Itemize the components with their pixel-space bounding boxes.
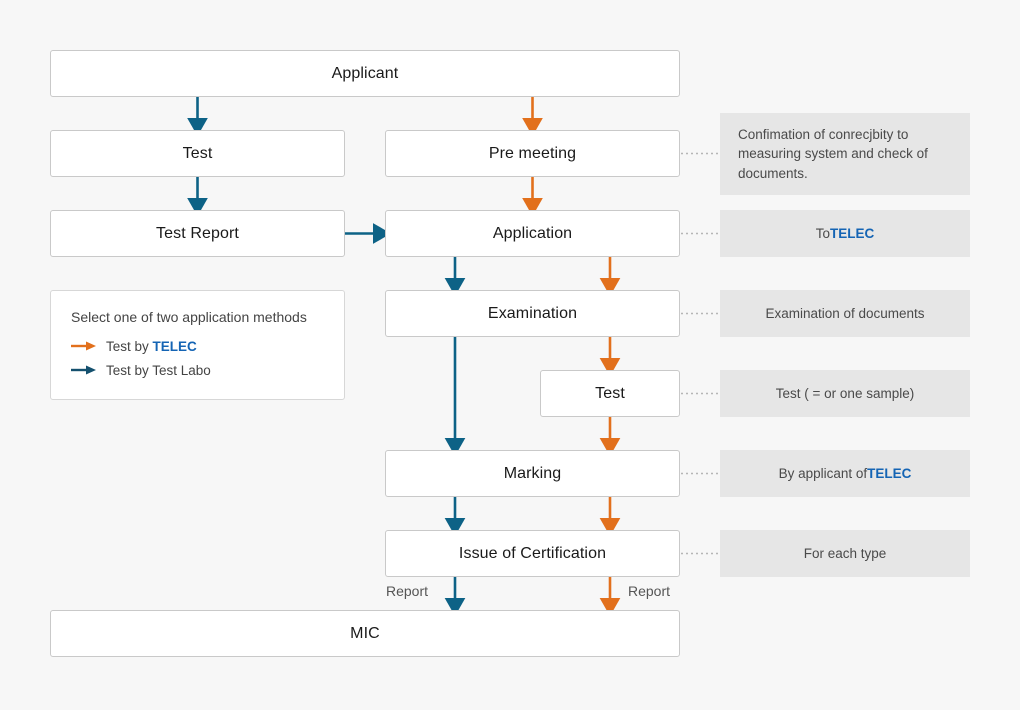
- node-application-label: Application: [492, 224, 573, 242]
- node-application[interactable]: Application: [385, 210, 680, 257]
- node-pre-meeting[interactable]: Pre meeting: [385, 130, 680, 177]
- node-mic[interactable]: MIC: [50, 610, 680, 657]
- arrow-right-orange-icon: [71, 341, 96, 351]
- node-test-sample[interactable]: Test: [540, 370, 680, 417]
- note-marking: By applicant of TELEC: [720, 450, 970, 497]
- note-application-highlight: TELEC: [830, 225, 875, 241]
- label-report-right: Report: [628, 583, 671, 599]
- note-application: To TELEC: [720, 210, 970, 257]
- node-test-sample-label: Test: [595, 384, 625, 402]
- node-pre-meeting-label: Pre meeting: [488, 144, 577, 162]
- node-issue-of-certification-label: Issue of Certification: [458, 544, 607, 562]
- legend-item-telec-text: Test by: [106, 338, 153, 354]
- node-applicant-label: Applicant: [331, 64, 399, 82]
- note-test-text: Test ( = or one sample): [775, 385, 915, 401]
- note-pre-meeting: Confimation of conrecjbity to measuring …: [720, 113, 970, 195]
- legend-item-test-labo-text: Test by Test Labo: [106, 362, 211, 378]
- note-examination: Examination of documents: [720, 290, 970, 337]
- note-examination-text: Examination of documents: [765, 305, 925, 321]
- node-test-report-label: Test Report: [156, 224, 239, 242]
- legend-item-telec-highlight: TELEC: [152, 338, 197, 354]
- node-issue-of-certification[interactable]: Issue of Certification: [385, 530, 680, 577]
- note-issue: For each type: [720, 530, 970, 577]
- legend-title: Select one of two application methods: [71, 309, 307, 325]
- node-test-label: Test: [182, 144, 213, 162]
- legend-item-test-labo: Test by Test Labo: [71, 361, 344, 379]
- node-examination[interactable]: Examination: [385, 290, 680, 337]
- note-application-prefix: To: [815, 225, 830, 241]
- arrow-right-blue-icon: [71, 365, 96, 375]
- node-test-report[interactable]: Test Report: [50, 210, 345, 257]
- note-test: Test ( = or one sample): [720, 370, 970, 417]
- node-examination-label: Examination: [487, 304, 578, 322]
- label-report-left: Report: [386, 583, 429, 599]
- node-marking-label: Marking: [503, 464, 562, 482]
- note-marking-highlight: TELEC: [867, 465, 912, 481]
- note-issue-text: For each type: [803, 545, 887, 561]
- node-marking[interactable]: Marking: [385, 450, 680, 497]
- node-applicant[interactable]: Applicant: [50, 50, 680, 97]
- node-mic-label: MIC: [350, 624, 380, 642]
- node-test[interactable]: Test: [50, 130, 345, 177]
- note-pre-meeting-text: Confimation of conrecjbity to measuring …: [738, 126, 928, 181]
- note-marking-prefix: By applicant of: [778, 465, 868, 481]
- legend-panel: Select one of two application methods Te…: [50, 290, 345, 400]
- legend-item-telec: Test by TELEC: [71, 337, 344, 355]
